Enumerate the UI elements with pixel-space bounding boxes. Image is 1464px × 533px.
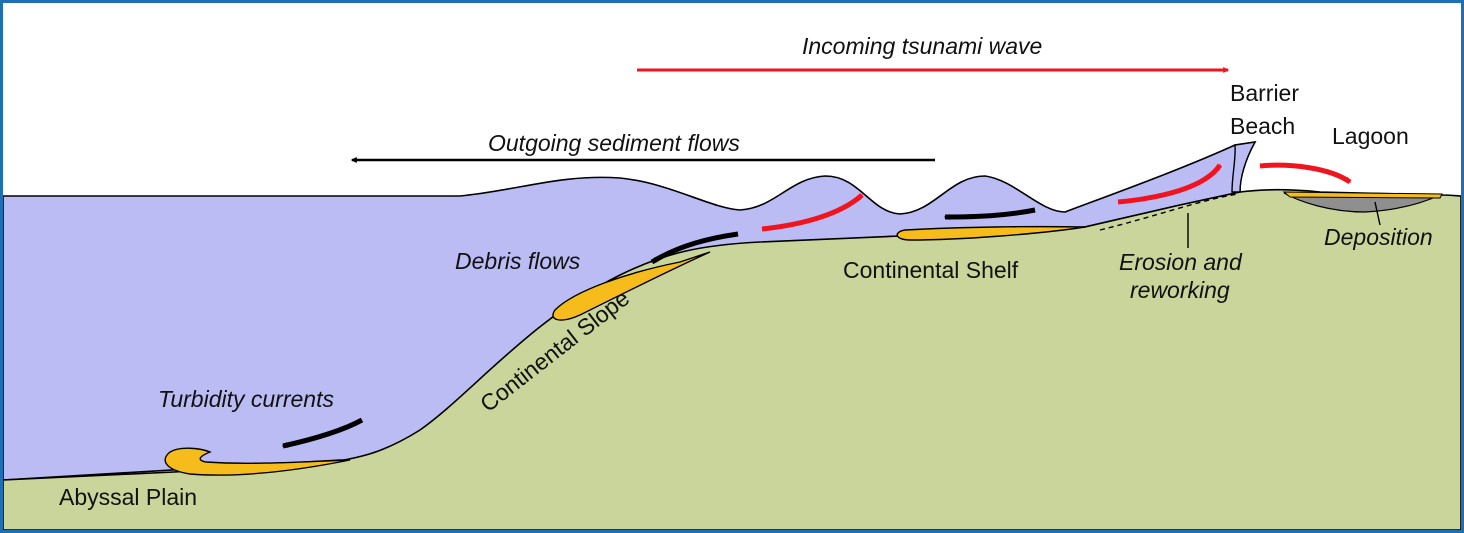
barrier-label-line2: Beach [1230,113,1295,139]
turbidity-currents-label: Turbidity currents [158,386,334,412]
deposition-label: Deposition [1324,224,1433,250]
debris-flows-label: Debris flows [455,248,581,274]
red-arrow-shelf [761,193,864,232]
black-arrow-debris [650,231,739,265]
red-arrow-lagoon [1259,162,1352,185]
slope-debris-deposit [552,251,711,321]
black-arrow-turbidity [281,417,364,449]
abyssal-deposit [164,447,351,476]
incoming-wave-label: Incoming tsunami wave [802,33,1042,59]
deposition-leader [1374,201,1381,226]
erosion-label-line2: reworking [1130,277,1230,303]
erosion-label-line1: Erosion and [1119,249,1243,275]
erosion-surface-line [1099,193,1239,231]
black-arrow-shelf [943,207,1036,220]
outgoing-flows-label: Outgoing sediment flows [488,130,740,156]
barrier-beach [1231,141,1257,193]
tsunami-diagram: Incoming tsunami wave Outgoing sediment … [3,33,1461,530]
abyssal-plain-label: Abyssal Plain [59,484,197,510]
red-arrow-beach [1117,163,1223,205]
lagoon-label: Lagoon [1332,123,1409,149]
barrier-label-line1: Barrier [1230,80,1299,106]
shelf-deposit [896,225,1086,241]
lagoon-deposit [1282,191,1443,199]
continental-shelf-label: Continental Shelf [843,257,1019,283]
